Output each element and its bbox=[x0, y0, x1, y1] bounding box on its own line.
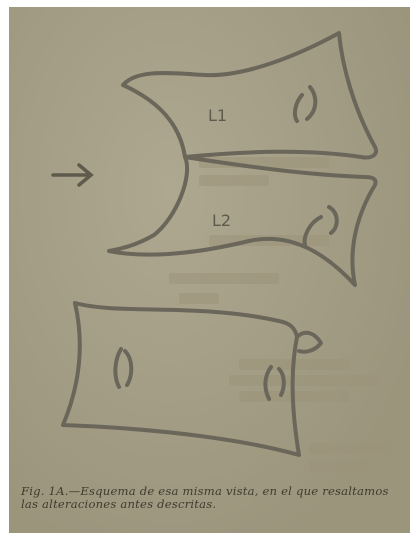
scanned-page: L1 L2 Fig. 1A.—Esquema de esa misma vist… bbox=[9, 7, 410, 533]
vertebra-l2-pedicle bbox=[305, 207, 337, 245]
lower-vertebra-pedicle-right bbox=[265, 367, 283, 399]
lower-vertebra-pedicle-left bbox=[115, 349, 131, 387]
vertebrae-schematic: L1 L2 bbox=[9, 7, 410, 477]
vertebra-l1-pedicle bbox=[295, 87, 315, 121]
figure-caption: Fig. 1A.—Esquema de esa misma vista, en … bbox=[21, 485, 401, 511]
lower-vertebra-outline bbox=[63, 303, 299, 455]
label-l2: L2 bbox=[212, 211, 231, 230]
lower-vertebra-process bbox=[297, 333, 321, 352]
label-l1: L1 bbox=[208, 106, 227, 125]
vertebra-l1-outline bbox=[123, 33, 376, 158]
arrow-icon bbox=[53, 165, 91, 185]
